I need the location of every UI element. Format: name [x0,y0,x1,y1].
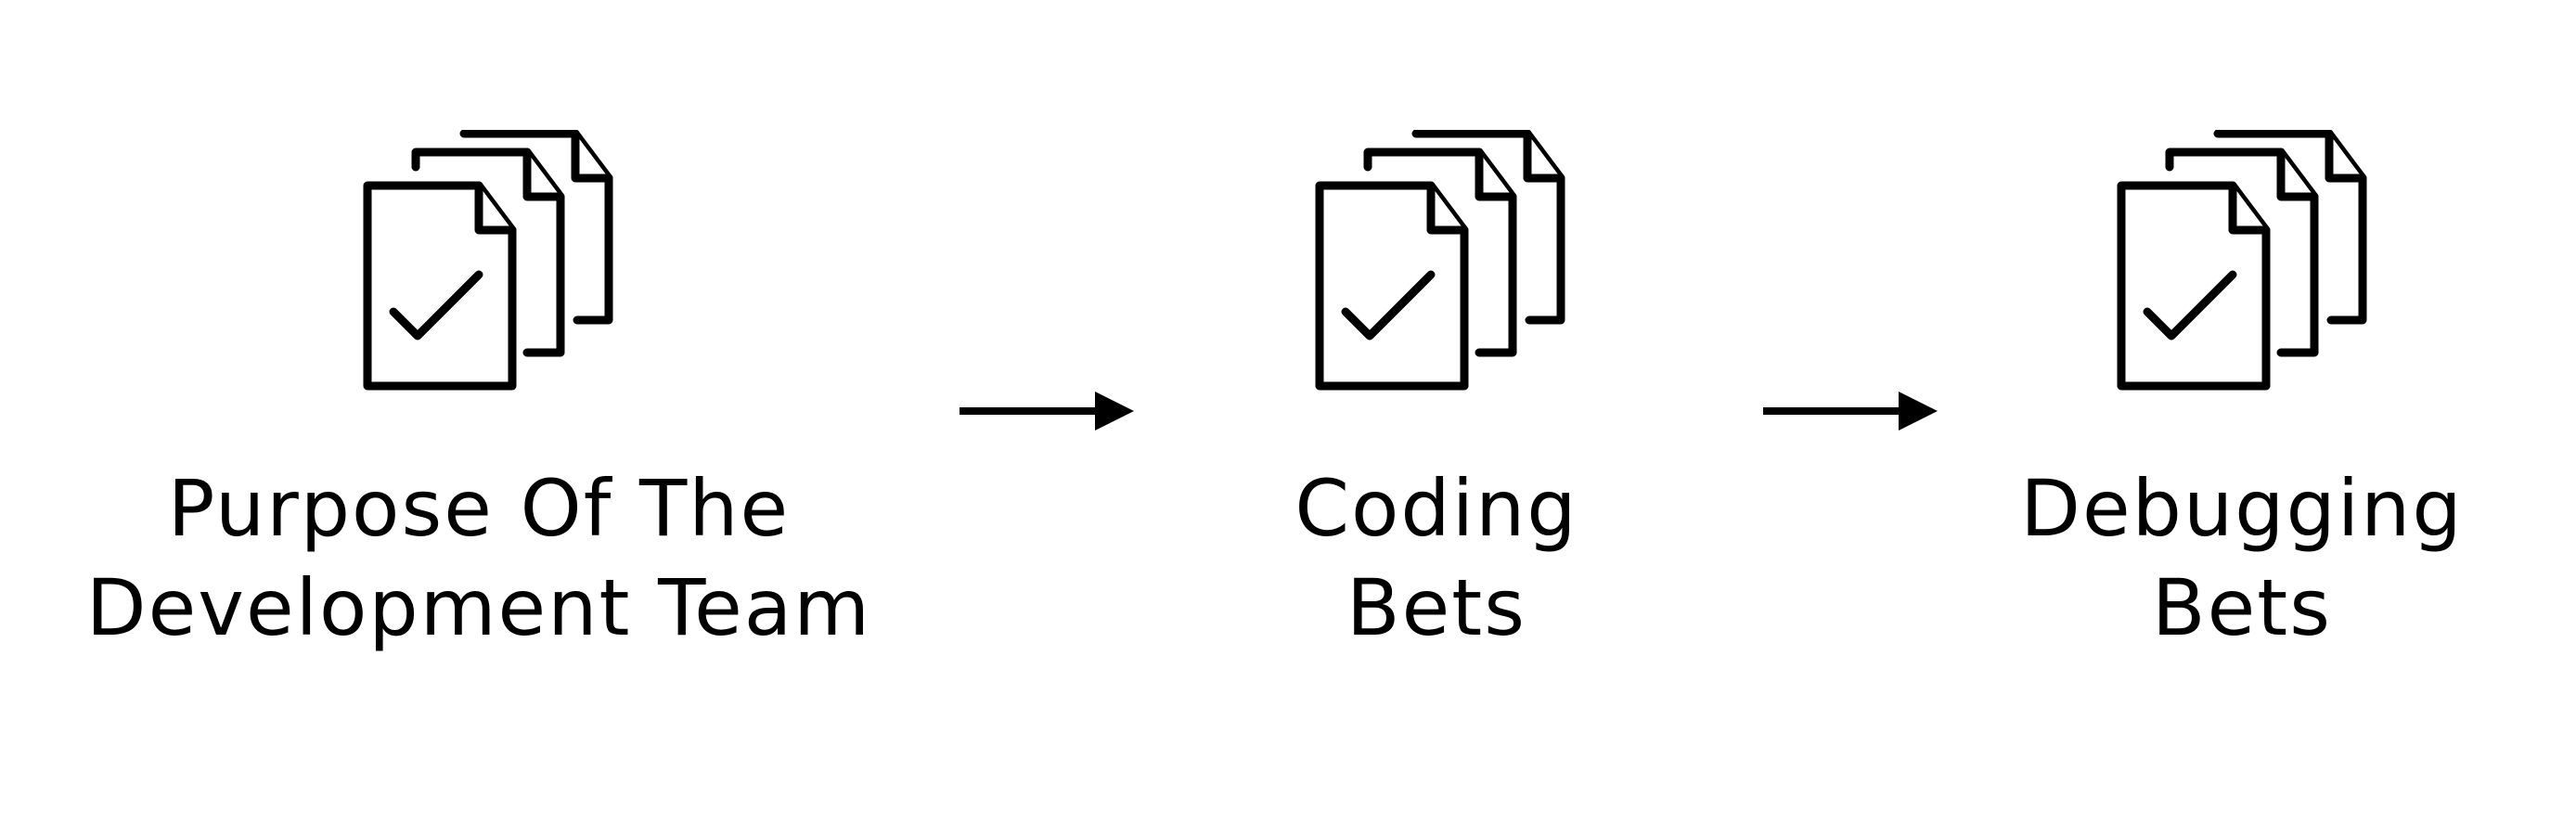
step-purpose: Purpose Of The Development Team [15,0,943,823]
step-label: Purpose Of The Development Team [15,459,943,658]
documents-check-icon [2114,130,2383,399]
step-label: Debugging Bets [1778,459,2576,658]
step-label-line2: Development Team [85,562,872,653]
step-label-line1: Debugging [2020,463,2464,554]
documents-check-icon [360,130,629,399]
step-debugging: Debugging Bets [1639,0,2567,823]
documents-check-icon [1312,130,1581,399]
step-label-line2: Bets [1346,562,1526,653]
step-label: Coding Bets [972,459,1900,658]
right-arrow-icon [960,388,1145,434]
step-label-line2: Bets [2151,562,2332,653]
right-arrow-icon [1763,388,1949,434]
step-coding: Coding Bets [972,0,1900,823]
step-label-line1: Coding [1294,463,1578,554]
step-label-line1: Purpose Of The [167,463,791,554]
